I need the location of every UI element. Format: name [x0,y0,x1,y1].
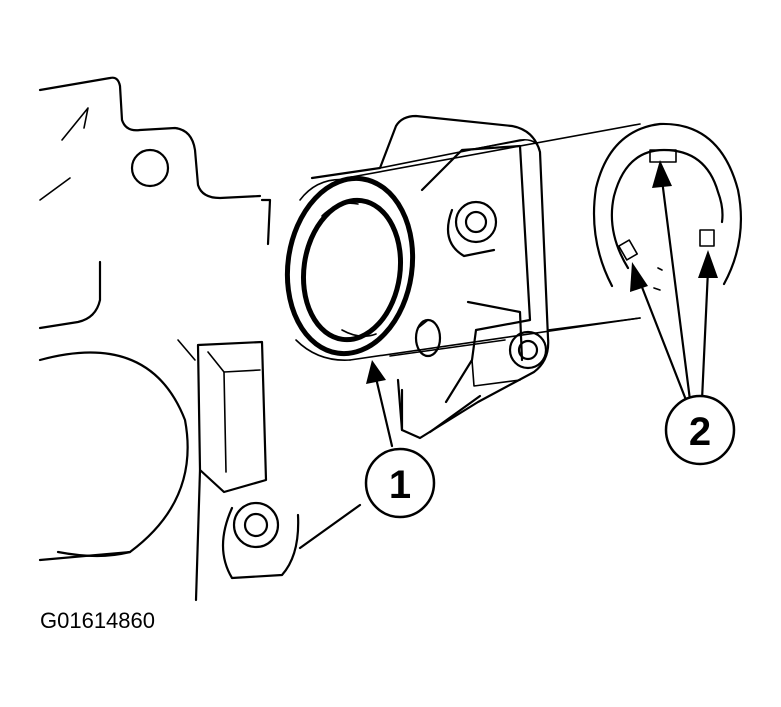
ring-tab-right [699,229,715,247]
callout-2: 2 [664,394,736,466]
ring-tab-top [649,149,677,163]
ring-tab-left [618,239,638,261]
figure-id: G01614860 [40,608,155,633]
guide-line-upper [345,123,641,179]
engine-housing [38,76,362,602]
callout-1-label: 1 [389,463,411,507]
retaining-ring [592,122,743,291]
callout-arrow-1 [366,360,394,448]
callout-arrows-2 [630,160,718,402]
front-seal [284,175,416,361]
seal-housing [310,114,641,440]
guide-line-lower [349,317,641,361]
callout-2-label: 2 [689,410,711,454]
callout-1: 1 [364,447,436,519]
